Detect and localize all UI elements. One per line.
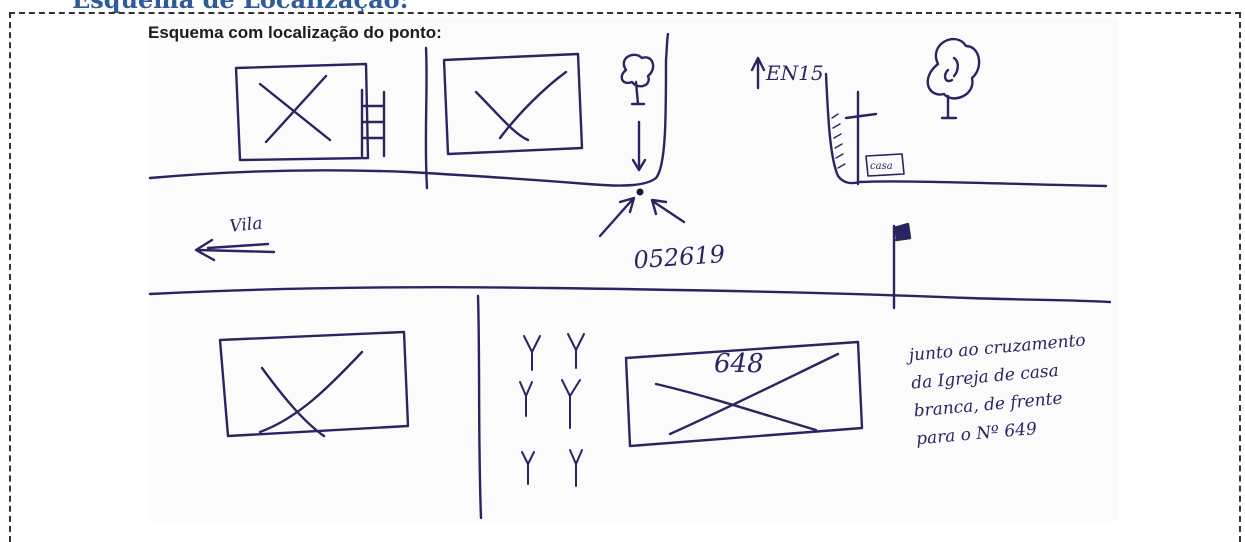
section-heading: Esquema de Localização: bbox=[72, 0, 409, 14]
building-bottom-right bbox=[624, 340, 864, 448]
lot-divider-top bbox=[424, 46, 429, 190]
west-arrow bbox=[194, 238, 276, 262]
label-sign: casa bbox=[870, 161, 893, 172]
note-line-1: junto ao cruzamento bbox=[904, 330, 1086, 366]
flag-pole bbox=[892, 222, 912, 310]
figure-frame bbox=[9, 12, 1241, 542]
note-line-2: da Igreja de casa bbox=[910, 361, 1059, 394]
building-bottom-left bbox=[218, 330, 410, 438]
lot-divider-bottom bbox=[476, 294, 483, 520]
road-edge-upper-right bbox=[824, 72, 1108, 188]
church-cross bbox=[844, 90, 878, 186]
tree-right bbox=[926, 37, 981, 120]
building-top-middle bbox=[442, 52, 584, 156]
label-west-direction: Vila bbox=[229, 214, 264, 237]
point-marker bbox=[636, 188, 644, 196]
note-line-4: para o Nº 649 bbox=[915, 419, 1038, 449]
tree-to-point-arrow bbox=[631, 120, 647, 172]
sketch-drawing: EN15 Vila 052619 648 casa junto ao cruza… bbox=[148, 32, 1112, 520]
tree-symbols bbox=[519, 333, 585, 487]
label-building-number: 648 bbox=[714, 349, 764, 379]
note: junto ao cruzamento da Igreja de casa br… bbox=[904, 330, 1086, 449]
sign-box bbox=[865, 153, 905, 177]
road-edge-lower bbox=[148, 286, 1112, 304]
location-sketch: EN15 Vila 052619 648 casa junto ao cruza… bbox=[148, 18, 1118, 521]
pointer-arrow-left bbox=[598, 196, 636, 238]
pointer-arrow-right bbox=[650, 198, 686, 224]
sketch-caption: Esquema com localização do ponto: bbox=[148, 23, 442, 42]
tree-top bbox=[620, 53, 655, 106]
label-point-code: 052619 bbox=[633, 240, 726, 274]
label-north-road: EN15 bbox=[765, 61, 824, 85]
note-line-3: branca, de frente bbox=[913, 389, 1063, 422]
wall-hatching bbox=[831, 113, 846, 169]
building-top-left bbox=[234, 62, 386, 162]
north-arrow bbox=[750, 56, 766, 90]
road-edge-upper bbox=[148, 32, 670, 187]
